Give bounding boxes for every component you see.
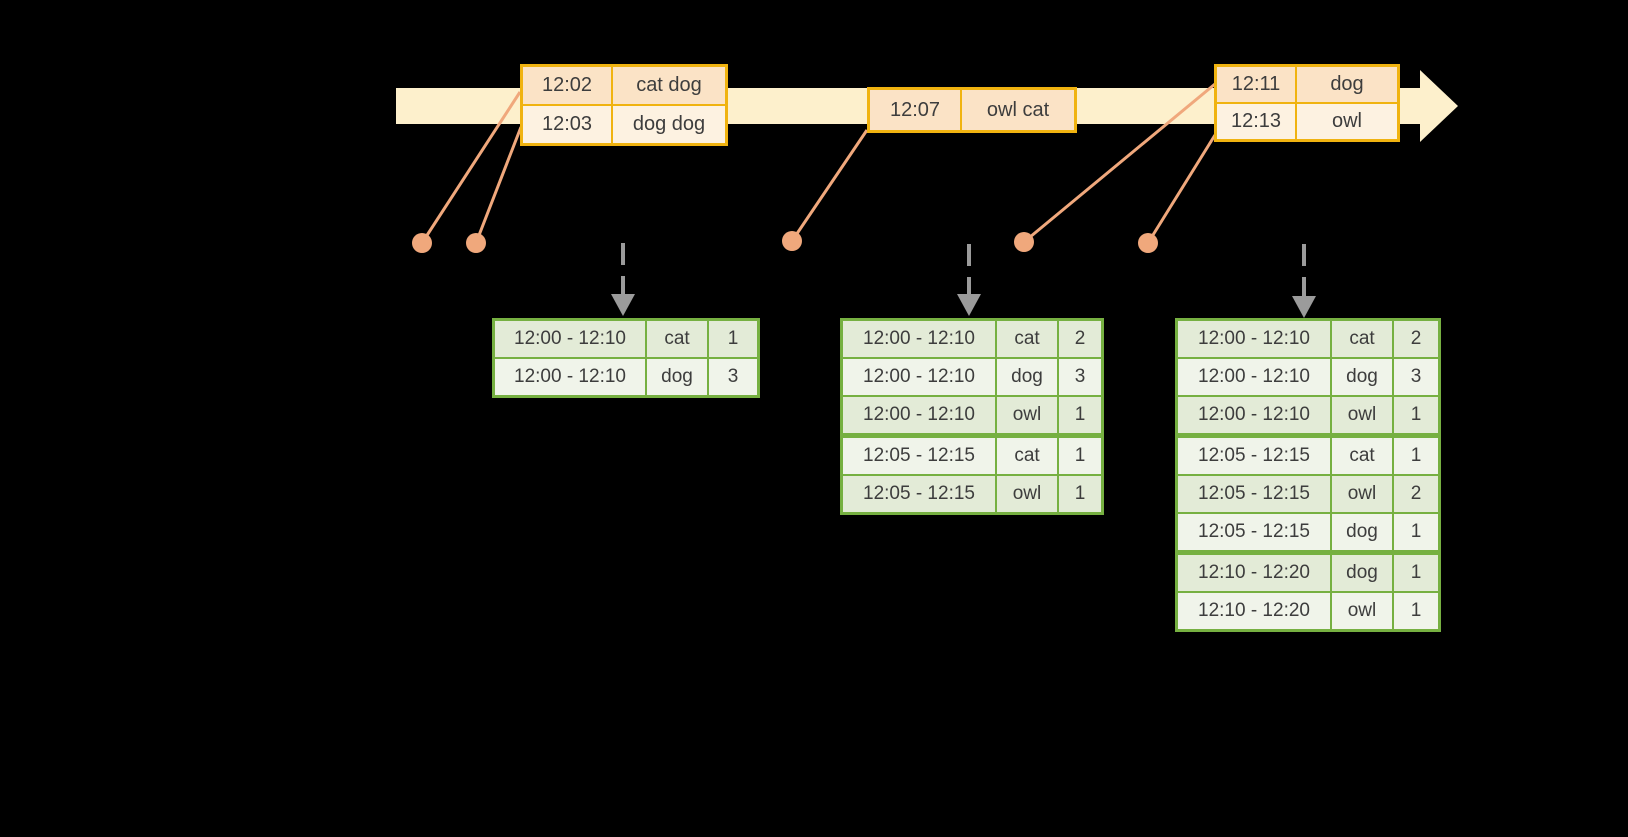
table-row: 12:05 - 12:15 dog 1 [1178, 514, 1438, 553]
word-cell: dog [1332, 555, 1392, 591]
trigger-arrowhead-icon [1292, 296, 1316, 318]
word-cell: dog [1332, 514, 1392, 550]
event-time-cell: 12:13 [1217, 104, 1295, 139]
event-table-3: 12:11 dog 12:13 owl [1214, 64, 1400, 142]
table-row: 12:00 - 12:10 cat 2 [843, 321, 1101, 357]
event-words-cell: dog [1297, 67, 1397, 102]
window-cell: 12:05 - 12:15 [1178, 476, 1330, 512]
count-cell: 1 [1394, 555, 1438, 591]
event-dot [782, 231, 802, 251]
window-cell: 12:00 - 12:10 [1178, 359, 1330, 395]
table-row: 12:10 - 12:20 owl 1 [1178, 593, 1438, 629]
table-row: 12:11 dog [1217, 67, 1397, 102]
event-connector-line [474, 126, 523, 244]
count-cell: 3 [1394, 359, 1438, 395]
word-cell: owl [997, 476, 1057, 512]
count-cell: 1 [1059, 397, 1101, 433]
event-dot [466, 233, 486, 253]
count-cell: 3 [1059, 359, 1101, 395]
table-row: 12:10 - 12:20 dog 1 [1178, 555, 1438, 591]
word-cell: cat [647, 321, 707, 357]
count-cell: 1 [1059, 476, 1101, 512]
window-cell: 12:00 - 12:10 [843, 321, 995, 357]
window-cell: 12:00 - 12:10 [843, 397, 995, 433]
window-cell: 12:05 - 12:15 [843, 476, 995, 512]
table-row: 12:00 - 12:10 owl 1 [843, 397, 1101, 436]
count-cell: 2 [1059, 321, 1101, 357]
trigger-arrowhead-icon [611, 294, 635, 316]
window-cell: 12:05 - 12:15 [843, 438, 995, 474]
event-words-cell: owl cat [962, 90, 1074, 130]
window-cell: 12:00 - 12:10 [1178, 397, 1330, 433]
count-cell: 1 [1394, 438, 1438, 474]
window-cell: 12:10 - 12:20 [1178, 593, 1330, 629]
event-dot [1138, 233, 1158, 253]
table-row: 12:00 - 12:10 owl 1 [1178, 397, 1438, 436]
window-cell: 12:10 - 12:20 [1178, 555, 1330, 591]
event-connector-line [1023, 82, 1216, 244]
word-cell: cat [997, 438, 1057, 474]
table-row: 12:05 - 12:15 owl 1 [843, 476, 1101, 512]
event-time-cell: 12:02 [523, 67, 611, 104]
count-cell: 1 [1059, 438, 1101, 474]
word-cell: dog [997, 359, 1057, 395]
event-connector-line [420, 91, 522, 244]
window-cell: 12:00 - 12:10 [1178, 321, 1330, 357]
event-time-cell: 12:11 [1217, 67, 1295, 102]
event-dot [1014, 232, 1034, 252]
event-words-cell: dog dog [613, 106, 725, 143]
word-cell: cat [997, 321, 1057, 357]
table-row: 12:00 - 12:10 dog 3 [495, 359, 757, 395]
word-cell: owl [1332, 476, 1392, 512]
window-cell: 12:05 - 12:15 [1178, 514, 1330, 550]
trigger-arrowhead-icon [957, 294, 981, 316]
event-table-2: 12:07 owl cat [867, 87, 1077, 133]
event-time-cell: 12:03 [523, 106, 611, 143]
word-cell: owl [997, 397, 1057, 433]
result-table-2: 12:00 - 12:10 cat 2 12:00 - 12:10 dog 3 … [840, 318, 1104, 515]
count-cell: 1 [709, 321, 757, 357]
table-row: 12:00 - 12:10 cat 1 [495, 321, 757, 357]
count-cell: 3 [709, 359, 757, 395]
table-row: 12:00 - 12:10 cat 2 [1178, 321, 1438, 357]
word-cell: cat [1332, 438, 1392, 474]
word-cell: owl [1332, 593, 1392, 629]
count-cell: 1 [1394, 514, 1438, 550]
word-cell: cat [1332, 321, 1392, 357]
table-row: 12:07 owl cat [870, 90, 1074, 130]
event-connector-line [790, 129, 869, 242]
count-cell: 1 [1394, 397, 1438, 433]
window-cell: 12:00 - 12:10 [843, 359, 995, 395]
event-time-cell: 12:07 [870, 90, 960, 130]
event-connector-line [1146, 134, 1217, 244]
window-cell: 12:00 - 12:10 [495, 321, 645, 357]
result-table-1: 12:00 - 12:10 cat 1 12:00 - 12:10 dog 3 [492, 318, 760, 398]
table-row: 12:02 cat dog [523, 67, 725, 104]
table-row: 12:05 - 12:15 owl 2 [1178, 476, 1438, 512]
timeline-arrowhead-icon [1420, 70, 1458, 142]
count-cell: 2 [1394, 476, 1438, 512]
word-cell: dog [647, 359, 707, 395]
table-row: 12:05 - 12:15 cat 1 [1178, 438, 1438, 474]
window-cell: 12:00 - 12:10 [495, 359, 645, 395]
table-row: 12:13 owl [1217, 104, 1397, 139]
table-row: 12:00 - 12:10 dog 3 [1178, 359, 1438, 395]
count-cell: 1 [1394, 593, 1438, 629]
word-cell: owl [1332, 397, 1392, 433]
table-row: 12:03 dog dog [523, 106, 725, 143]
event-dot [412, 233, 432, 253]
event-words-cell: cat dog [613, 67, 725, 104]
word-cell: dog [1332, 359, 1392, 395]
table-row: 12:00 - 12:10 dog 3 [843, 359, 1101, 395]
result-table-3: 12:00 - 12:10 cat 2 12:00 - 12:10 dog 3 … [1175, 318, 1441, 632]
event-table-1: 12:02 cat dog 12:03 dog dog [520, 64, 728, 146]
event-words-cell: owl [1297, 104, 1397, 139]
window-cell: 12:05 - 12:15 [1178, 438, 1330, 474]
count-cell: 2 [1394, 321, 1438, 357]
table-row: 12:05 - 12:15 cat 1 [843, 438, 1101, 474]
